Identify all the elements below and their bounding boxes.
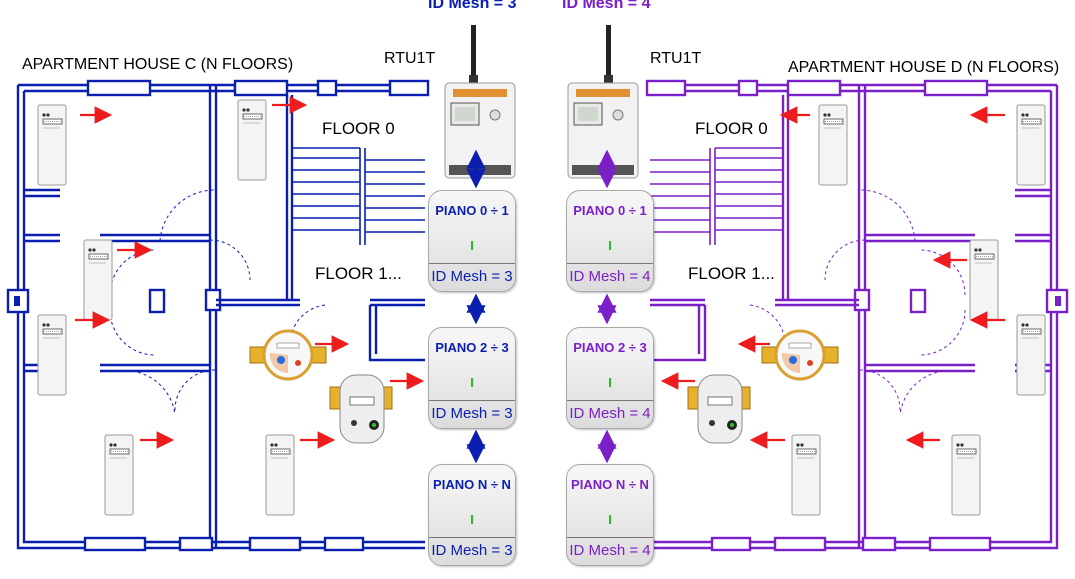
house-d-walls: [645, 79, 1069, 552]
house-d-doors: [749, 189, 966, 416]
status-led-icon: [609, 241, 611, 250]
node-mesh-id: ID Mesh = 4: [569, 405, 651, 422]
house-c-title: APARTMENT HOUSE C (N FLOORS): [22, 56, 294, 73]
rtu-gateway-icon: [444, 25, 639, 179]
mesh-node-c-2: PIANO 2 ÷ 3 ID Mesh = 3: [428, 327, 516, 429]
house-c-walls: [6, 79, 430, 552]
mesh-id-right: ID Mesh = 4: [562, 0, 651, 12]
mesh-id-left: ID Mesh = 3: [428, 0, 517, 12]
water-meter-icon: [249, 329, 839, 381]
rtu-label-right: RTU1T: [650, 50, 702, 67]
mesh-node-d-3: PIANO N ÷ N ID Mesh = 4: [566, 464, 654, 566]
node-mesh-id: ID Mesh = 4: [569, 268, 651, 285]
node-floor-label: PIANO 2 ÷ 3: [435, 340, 509, 355]
node-mesh-id: ID Mesh = 3: [431, 405, 513, 422]
floor-1-label-left: FLOOR 1...: [315, 264, 402, 283]
data-flow-arrows: [75, 96, 1005, 449]
floor-0-label-right: FLOOR 0: [695, 119, 768, 138]
floor-1-label-right: FLOOR 1...: [688, 264, 775, 283]
house-d-stairs: [650, 147, 783, 245]
node-mesh-id: ID Mesh = 3: [431, 542, 513, 559]
house-c-stairs: [292, 147, 425, 245]
node-mesh-id: ID Mesh = 4: [569, 542, 651, 559]
node-floor-label: PIANO 0 ÷ 1: [435, 203, 509, 218]
mesh-node-c-3: PIANO N ÷ N ID Mesh = 3: [428, 464, 516, 566]
mesh-node-d-2: PIANO 2 ÷ 3 ID Mesh = 4: [566, 327, 654, 429]
status-led-icon: [471, 378, 473, 387]
node-floor-label: PIANO 0 ÷ 1: [573, 203, 647, 218]
house-d-title: APARTMENT HOUSE D (N FLOORS): [788, 59, 1060, 76]
node-mesh-id: ID Mesh = 3: [431, 268, 513, 285]
status-led-icon: [471, 241, 473, 250]
node-floor-label: PIANO N ÷ N: [433, 477, 511, 492]
heat-meter-icon: [329, 374, 751, 444]
status-led-icon: [609, 378, 611, 387]
mesh-node-c-1: PIANO 0 ÷ 1 ID Mesh = 3: [428, 190, 516, 292]
mesh-node-d-1: PIANO 0 ÷ 1 ID Mesh = 4: [566, 190, 654, 292]
status-led-icon: [471, 515, 473, 524]
node-floor-label: PIANO 2 ÷ 3: [573, 340, 647, 355]
node-floor-label: PIANO N ÷ N: [571, 477, 649, 492]
floor-0-label-left: FLOOR 0: [322, 119, 395, 138]
status-led-icon: [609, 515, 611, 524]
rtu-label-left: RTU1T: [384, 50, 436, 67]
heat-cost-allocator-icon: [37, 99, 1046, 516]
